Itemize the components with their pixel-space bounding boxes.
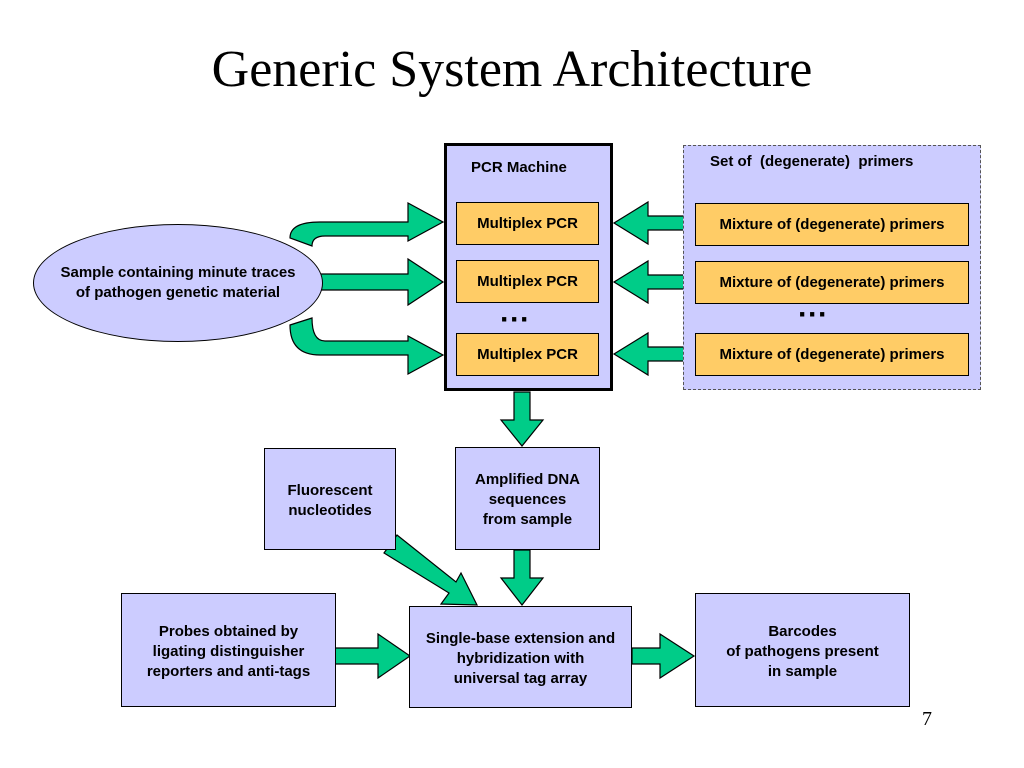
- arrow-probes-to-extension: [334, 632, 412, 680]
- pcr-ellipsis: ···: [500, 303, 530, 336]
- multiplex-pcr-box: Multiplex PCR: [456, 202, 599, 245]
- arrow-fluorescent-to-extension: [383, 534, 478, 606]
- pcr-machine-label: PCR Machine: [471, 159, 567, 176]
- arrow-sample-to-pcr-2: [319, 257, 445, 307]
- page-number: 7: [922, 708, 932, 730]
- primer-mixture-box: Mixture of (degenerate) primers: [695, 203, 969, 246]
- barcodes-box: Barcodes of pathogens present in sample: [695, 593, 910, 707]
- multiplex-pcr-box: Multiplex PCR: [456, 333, 599, 376]
- arrow-sample-to-pcr-3: [289, 317, 445, 376]
- primer-set-label: Set of (degenerate) primers: [710, 153, 914, 170]
- arrow-pcr-to-amplified: [499, 391, 545, 447]
- sample-ellipse: Sample containing minute traces of patho…: [33, 224, 323, 342]
- arrow-sample-to-pcr-1: [289, 201, 445, 247]
- primer-ellipsis: ···: [798, 298, 828, 331]
- arrow-amplified-to-extension: [499, 549, 545, 606]
- slide-title: Generic System Architecture: [211, 41, 813, 98]
- probes-box: Probes obtained by ligating distinguishe…: [121, 593, 336, 707]
- multiplex-pcr-box: Multiplex PCR: [456, 260, 599, 303]
- fluorescent-nucleotides-box: Fluorescent nucleotides: [264, 448, 396, 550]
- primer-mixture-box: Mixture of (degenerate) primers: [695, 333, 969, 376]
- primer-mixture-box: Mixture of (degenerate) primers: [695, 261, 969, 304]
- extension-hybridization-box: Single-base extension and hybridization …: [409, 606, 632, 708]
- amplified-dna-box: Amplified DNA sequences from sample: [455, 447, 600, 550]
- arrow-extension-to-barcodes: [631, 632, 696, 680]
